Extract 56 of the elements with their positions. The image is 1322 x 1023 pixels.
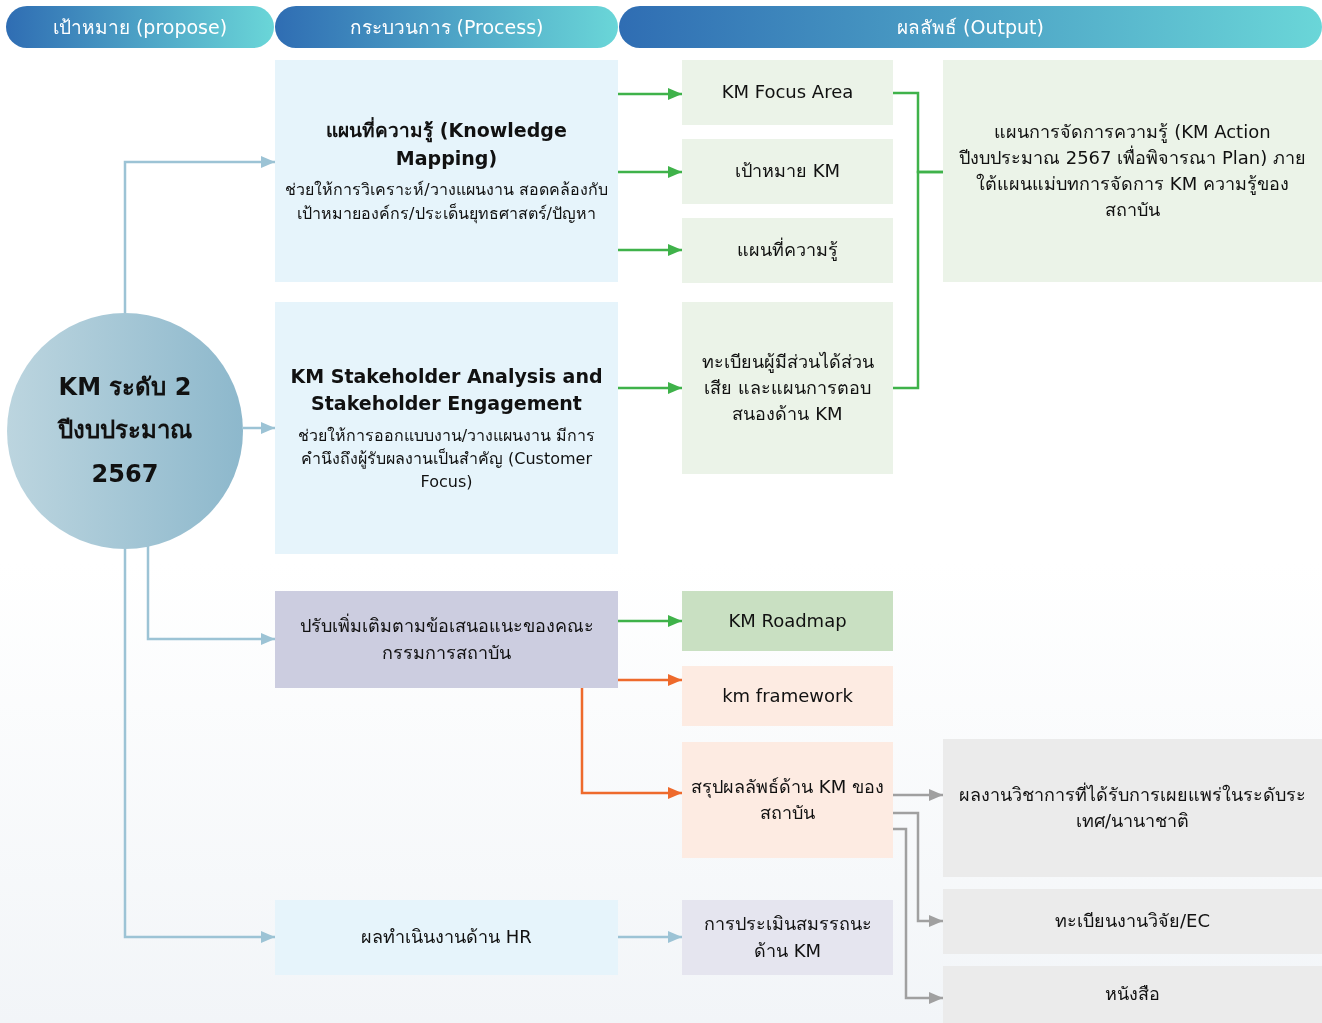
arrow: [618, 382, 682, 394]
header-text: กระบวนการ (Process): [349, 15, 544, 39]
box-text: ปรับเพิ่มเติมตามข้อเสนอแนะของคณะกรรมการสถาบัน: [298, 613, 595, 665]
box-text: แผนที่ความรู้: [737, 237, 838, 263]
process-box: [275, 302, 618, 554]
arrow: [618, 615, 682, 627]
box-description: ช่วยให้การวิเคราะห์/วางแผนงาน สอดคล้องกับ เป้าหมายองค์กร/ประเด็นยุทธศาสตร์/ปัญหา: [284, 179, 609, 225]
output-box: [943, 889, 1322, 954]
box-text: ทะเบียนงานวิจัย/EC: [1055, 909, 1210, 934]
output-box: [682, 900, 893, 975]
box-text: ผลงานวิชาการที่ได้รับการเผยแพร่ในระดับระเทศ/นานาชาติ: [958, 781, 1307, 833]
output-box: [682, 218, 893, 283]
output-box: [943, 966, 1322, 1023]
box-text: KM Focus Area: [721, 80, 854, 105]
box-text: การประเมินสมรรถนะด้าน KM: [702, 912, 873, 963]
header-text: เป้าหมาย (propose): [52, 15, 228, 39]
output-box: [682, 60, 893, 125]
arrow: [618, 674, 682, 686]
arrow: [893, 827, 943, 1004]
header-text: ผลลัพธ์ (Output): [897, 15, 1044, 39]
box-text: หนังสือ: [1105, 982, 1160, 1007]
header-band: [619, 6, 1322, 48]
process-box: [275, 591, 618, 688]
arrow: [243, 422, 275, 434]
header-band: [275, 6, 618, 48]
arrow: [123, 156, 275, 313]
box-text: ผลทำเนินงานด้าน HR: [361, 925, 532, 950]
box-text: KM ระดับ 2 ปีงบประมาณ 2567: [56, 372, 193, 490]
box-text: เป้าหมาย KM: [734, 159, 841, 184]
box-heading: KM Stakeholder Analysis and Stakeholder Engagement: [289, 363, 604, 417]
output-box: [682, 139, 893, 204]
arrow: [123, 549, 275, 943]
arrow: [618, 166, 682, 178]
output-box: [682, 591, 893, 651]
arrow: [618, 88, 682, 100]
arrow: [580, 688, 682, 799]
box-description: ช่วยให้การออกแบบงาน/วางแผนงาน มีการคำนึงถึงผู้รับผลงานเป็นสำคัญ (Customer Focus): [296, 424, 597, 494]
process-box: [275, 900, 618, 975]
box-text: km framework: [722, 683, 853, 708]
output-box: [943, 60, 1322, 282]
output-box: [682, 666, 893, 726]
arrow: [893, 811, 943, 927]
output-box: [682, 742, 893, 858]
process-box: [275, 60, 618, 282]
output-box: [682, 302, 893, 474]
arrow: [146, 546, 275, 645]
box-text: ทะเบียนผู้มีส่วนได้ส่วนเสีย และแผนการตอบสนองด้าน KM: [700, 349, 875, 427]
box-text: แผนการจัดการความรู้ (KM Action ปีงบประมาณ 2567 เพื่อพิจารณา Plan) ภายใต้แผนแม่บทการจัดการ KM ความรู้ของสถาบัน: [958, 119, 1307, 223]
arrow: [618, 244, 682, 256]
box-text: สรุปผลลัพธ์ด้าน KM ของสถาบัน: [690, 774, 885, 825]
output-box: [943, 739, 1322, 877]
arrow: [893, 789, 943, 801]
box-heading: แผนที่ความรู้ (Knowledge Mapping): [325, 117, 568, 171]
arrow: [618, 931, 682, 943]
header-band: [6, 6, 274, 48]
box-text: KM Roadmap: [728, 608, 847, 633]
